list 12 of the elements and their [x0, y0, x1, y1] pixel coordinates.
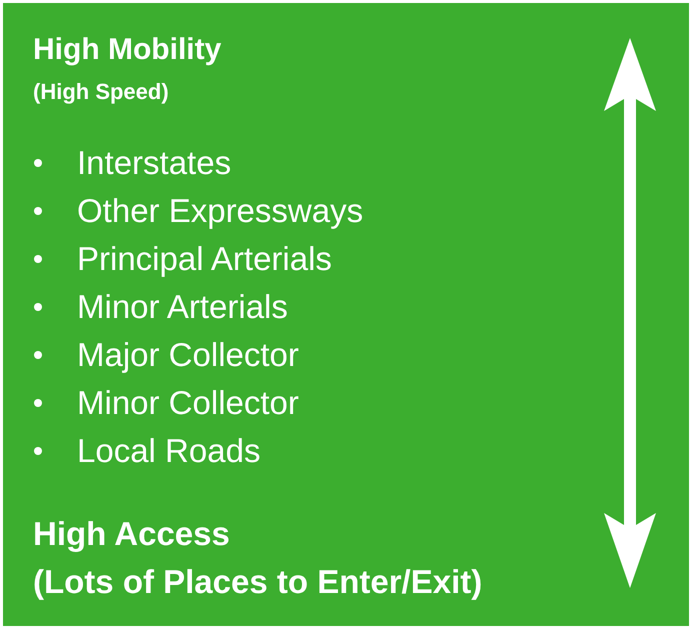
list-item: Principal Arterials	[77, 239, 332, 279]
heading: High Access	[33, 515, 230, 553]
list-item: Interstates	[77, 143, 232, 183]
list-item: Minor Collector	[77, 383, 299, 423]
list-item: Major Collector	[77, 335, 299, 375]
list-item: Minor Arterials	[77, 287, 288, 327]
road-classification-panel	[3, 3, 689, 626]
subheading: (Lots of Places to Enter/Exit)	[33, 563, 482, 601]
list-item: Local Roads	[77, 431, 260, 471]
heading: High Mobility	[33, 33, 222, 67]
list-item: Other Expressways	[77, 191, 364, 231]
subheading: (High Speed)	[33, 79, 169, 105]
